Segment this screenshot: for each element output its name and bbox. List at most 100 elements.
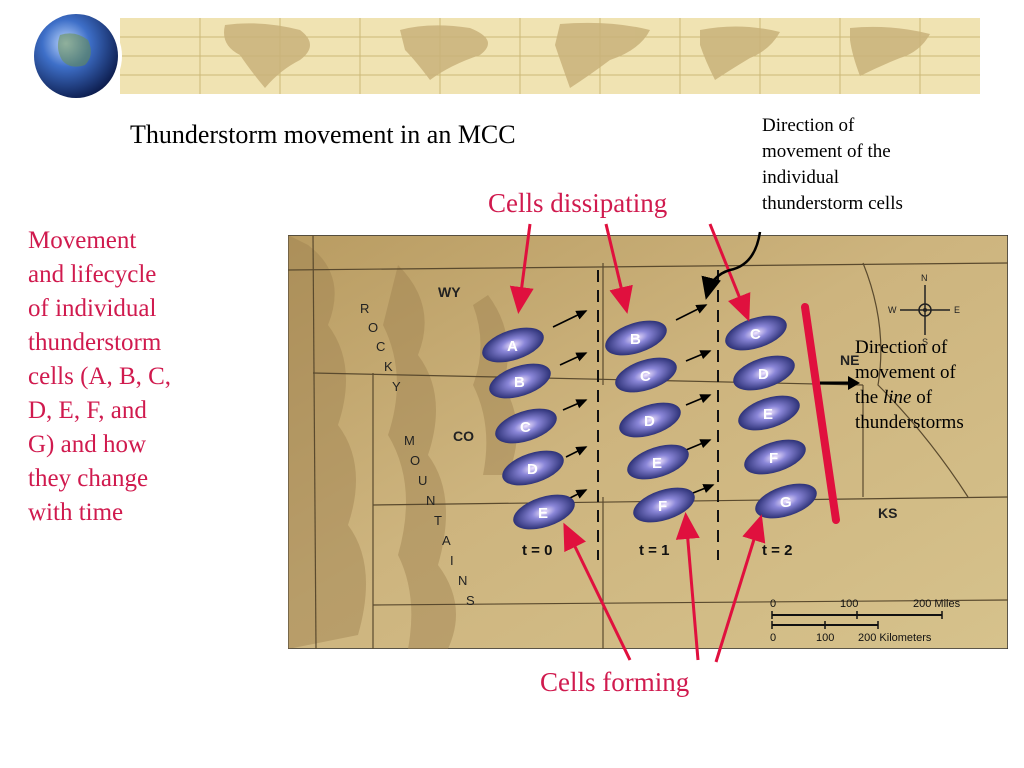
side-line: cells (A, B, C,: [28, 363, 172, 390]
storm-cell-g: [755, 483, 817, 519]
mountains-letter: N: [458, 573, 467, 588]
mountains-letter: S: [466, 593, 475, 608]
mountains-letter: A: [442, 533, 451, 548]
direction-cells-label: Direction of movement of the individual …: [762, 113, 903, 217]
storm-cell-b: [489, 363, 551, 399]
cell-label: B: [514, 374, 525, 391]
storm-cell-e: [513, 494, 575, 530]
cell-label: D: [758, 366, 769, 383]
slide-title: Thunderstorm movement in an MCC: [130, 120, 516, 149]
header-banner: [30, 10, 980, 100]
line-direction-arrowhead: [848, 376, 860, 390]
compass-s: S: [922, 337, 928, 347]
cells-t1: B C D E F: [605, 320, 695, 523]
cell-label: C: [750, 326, 761, 343]
cell-label: E: [652, 455, 662, 472]
storm-cell-c: [615, 357, 677, 393]
cells-t0: A B C D E: [482, 327, 575, 530]
side-line: of individual: [28, 295, 157, 322]
direction-line-line: the line of: [855, 385, 964, 410]
cell-label: E: [538, 505, 548, 522]
storm-cell-e: [738, 395, 800, 431]
scale-km-100: 100: [816, 632, 834, 644]
scale-km-200: 200 Kilometers: [858, 632, 932, 644]
storm-cell-d: [619, 402, 681, 438]
storm-cell-d: [502, 450, 564, 486]
state-label-ks: KS: [878, 505, 897, 521]
mountains-letter: I: [450, 553, 454, 568]
direction-cells-line: movement of the: [762, 141, 891, 162]
time-label-t1: t = 1: [639, 542, 669, 559]
cell-label: F: [658, 498, 667, 515]
direction-line-prefix: the: [855, 387, 883, 408]
time-label-t0: t = 0: [522, 542, 552, 559]
mcc-map: WY CO NE KS R O C K Y M O U N T A I N S …: [288, 235, 1008, 649]
compass-rose-icon: N E S W: [888, 273, 960, 347]
cell-label: F: [769, 450, 778, 467]
side-line: thunderstorm: [28, 329, 162, 356]
storm-cell-e: [627, 444, 689, 480]
direction-line-suffix: of: [911, 387, 933, 408]
direction-line-line: movement of: [855, 362, 956, 383]
cells-forming-label: Cells forming: [540, 667, 690, 697]
scale-miles-100: 100: [840, 598, 858, 610]
time-separators: [597, 270, 719, 560]
mountains-letter: N: [426, 493, 435, 508]
scale-miles-200: 200 Miles: [913, 598, 961, 610]
scale-km-0: 0: [770, 632, 776, 644]
continents: [224, 22, 930, 88]
direction-line-italic: line: [882, 387, 912, 408]
side-line: and lifecycle: [28, 261, 157, 288]
rocky-letter: O: [368, 320, 378, 335]
scale-miles-0: 0: [770, 598, 776, 610]
rocky-letter: C: [376, 339, 385, 354]
state-label-co: CO: [453, 428, 474, 444]
cell-label: B: [630, 331, 641, 348]
direction-cells-line: Direction of: [762, 115, 855, 136]
storm-cell-a: [482, 327, 544, 363]
side-line: Movement: [28, 227, 137, 254]
scale-bar: 0 100 200 Miles 0 100 200 Kilometers: [770, 598, 961, 644]
side-line: G) and how: [28, 431, 147, 458]
storm-cell-c: [725, 315, 787, 351]
time-label-t2: t = 2: [762, 542, 792, 559]
direction-line-line: Direction of: [855, 337, 948, 358]
rocky-letter: K: [384, 359, 393, 374]
direction-cells-line: individual: [762, 167, 840, 188]
mountains-label: M O U N T A I N S: [404, 433, 475, 608]
cell-label: D: [644, 413, 655, 430]
cell-label: E: [763, 406, 773, 423]
side-line: D, E, F, and: [28, 397, 147, 424]
rocky-letter: Y: [392, 379, 401, 394]
state-label-ne: NE: [840, 352, 859, 368]
cell-label: D: [527, 461, 538, 478]
mountains-letter: O: [410, 453, 420, 468]
side-line: they change: [28, 465, 149, 492]
rocky-label: R O C K Y: [360, 301, 401, 394]
storm-line: [801, 303, 840, 524]
state-label-wy: WY: [438, 284, 461, 300]
rocky-letter: R: [360, 301, 369, 316]
cell-label: A: [507, 338, 518, 355]
storm-cell-b: [605, 320, 667, 356]
mountains-letter: M: [404, 433, 415, 448]
cell-label: G: [780, 494, 792, 511]
compass-w: W: [888, 305, 897, 315]
cell-label: C: [640, 368, 651, 385]
direction-line-line: thunderstorms: [855, 412, 964, 433]
mountains-letter: U: [418, 473, 427, 488]
cells-dissipating-label: Cells dissipating: [488, 188, 668, 218]
direction-cells-line: thunderstorm cells: [762, 193, 903, 214]
storm-cell-d: [733, 355, 795, 391]
cell-label: C: [520, 419, 531, 436]
storm-cell-c: [495, 408, 557, 444]
mountains-letter: T: [434, 513, 442, 528]
compass-n: N: [921, 273, 928, 283]
side-description: Movement and lifecycle of individual thu…: [28, 224, 243, 530]
cells-t2: C D E F G: [725, 315, 817, 519]
map-background: [288, 235, 1008, 649]
direction-line-label: Direction of movement of the line of thu…: [855, 335, 964, 435]
compass-e: E: [954, 305, 960, 315]
globe-landmass: [57, 33, 91, 67]
storm-cell-f: [744, 439, 806, 475]
